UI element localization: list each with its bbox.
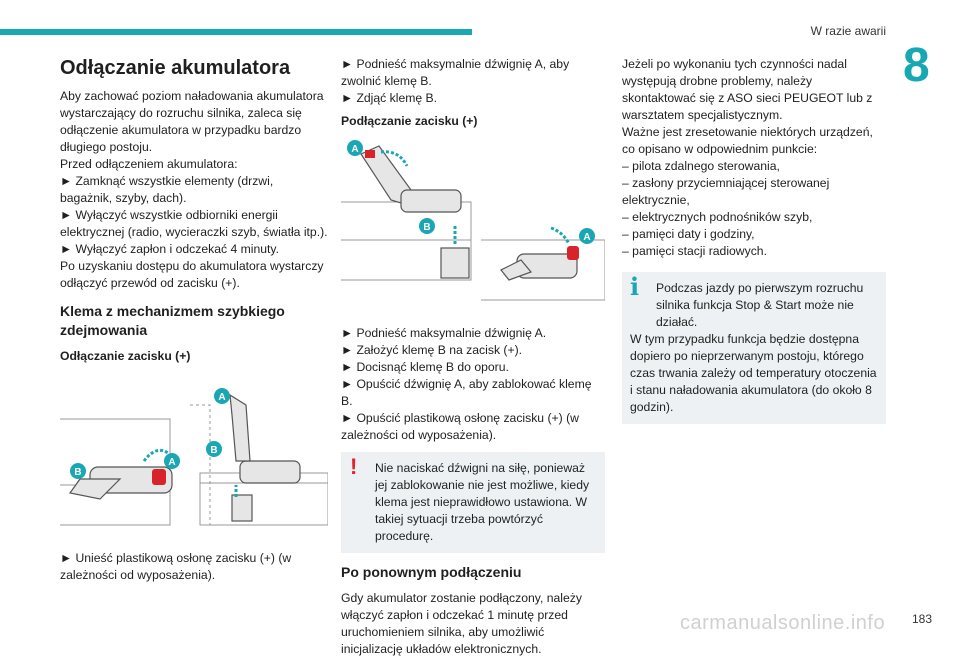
connect-illustration: A B A — [341, 140, 606, 315]
quick-release-subtitle: Klema z mechanizmem szybkiego zdejmowani… — [60, 303, 285, 338]
page-number: 183 — [911, 612, 932, 626]
section-title: W razie awarii — [810, 24, 886, 38]
column-2: ► Podnieść maksymalnie dźwignię A, aby z… — [341, 56, 606, 658]
chapter-number: 8 — [903, 39, 930, 92]
info-box: i Podczas jazdy po pierwszym rozruchu si… — [622, 272, 886, 424]
lift-cover-step: ► Unieść plastikową osłonę zacisku (+) (… — [60, 551, 292, 582]
list-item: – pilota zdalnego sterowania, — [622, 159, 780, 173]
label-a-lever: A — [168, 457, 175, 468]
warning-text: Nie naciskać dźwigni na siłę, ponieważ j… — [375, 461, 590, 543]
page-title: Odłączanie akumulatora — [60, 57, 291, 79]
connect-step-3: ► Docisnąć klemę B do oporu. — [341, 360, 509, 374]
label-a-upper: A — [351, 144, 358, 155]
intro-step-1: ► Zamknąć wszystkie elementy (drzwi, bag… — [60, 174, 274, 205]
connect-step-5: ► Opuścić plastikową osłonę zacisku (+) … — [341, 411, 579, 442]
label-a-right: A — [583, 232, 590, 243]
list-item: – pamięci daty i godziny, — [622, 227, 755, 241]
connect-step-1: ► Podnieść maksymalnie dźwignię A. — [341, 326, 547, 340]
connect-step-4: ► Opuścić dźwignię A, aby zablokować kle… — [341, 377, 592, 408]
reconnect-text: Gdy akumulator zostanie podłączony, nale… — [341, 591, 582, 656]
connect-step-2: ► Założyć klemę B na zacisk (+). — [341, 343, 523, 357]
info-text-1: Podczas jazdy po pierwszym rozruchu siln… — [656, 281, 864, 329]
info-text-2: W tym przypadku funkcja będzie dostępna … — [630, 332, 877, 414]
lever-step: ► Podnieść maksymalnie dźwignię A, aby z… — [341, 57, 570, 88]
reconnect-title: Po ponownym podłączeniu — [341, 564, 522, 580]
battery-clamp-illustration: A A B B — [60, 388, 329, 526]
intro-text-3: Po uzyskaniu dostępu do akumulatora wyst… — [60, 259, 324, 290]
battery-clamp-connect-illustration: A B A — [341, 140, 606, 301]
reset-text: Ważne jest zresetowanie niektórych urząd… — [622, 125, 873, 156]
label-b-middle: B — [423, 222, 430, 233]
watermark: carmanualsonline.info — [680, 612, 886, 634]
problems-text: Jeżeli po wykonaniu tych czynności nadal… — [622, 57, 873, 122]
column-3: Jeżeli po wykonaniu tych czynności nadal… — [622, 56, 886, 434]
list-item: – zasłony przyciemniającej sterowanej el… — [622, 176, 830, 207]
warning-icon: ! — [350, 454, 358, 479]
intro-step-2: ► Wyłączyć wszystkie odbiorniki energii … — [60, 208, 328, 239]
connect-heading: Podłączanie zacisku (+) — [341, 114, 478, 128]
intro-text-1: Aby zachować poziom naładowania akumulat… — [60, 89, 324, 154]
warning-box: ! Nie naciskać dźwigni na siłę, ponieważ… — [341, 452, 605, 553]
remove-clamp-step: ► Zdjąć klemę B. — [341, 91, 438, 105]
intro-step-3: ► Wyłączyć zapłon i odczekać 4 minuty. — [60, 242, 279, 256]
label-b-right: B — [210, 445, 217, 456]
list-item: – pamięci stacji radiowych. — [622, 244, 767, 258]
info-icon: i — [630, 272, 640, 301]
disconnect-illustration: A A B B — [60, 375, 329, 540]
list-item: – elektrycznych podnośników szyb, — [622, 210, 813, 224]
top-accent-bar — [0, 29, 472, 35]
disconnect-heading: Odłączanie zacisku (+) — [60, 349, 191, 363]
label-a-top: A — [218, 392, 225, 403]
intro-text-2: Przed odłączeniem akumulatora: — [60, 157, 238, 171]
label-b-left: B — [74, 467, 81, 478]
column-1: Odłączanie akumulatora Aby zachować pozi… — [60, 56, 329, 584]
